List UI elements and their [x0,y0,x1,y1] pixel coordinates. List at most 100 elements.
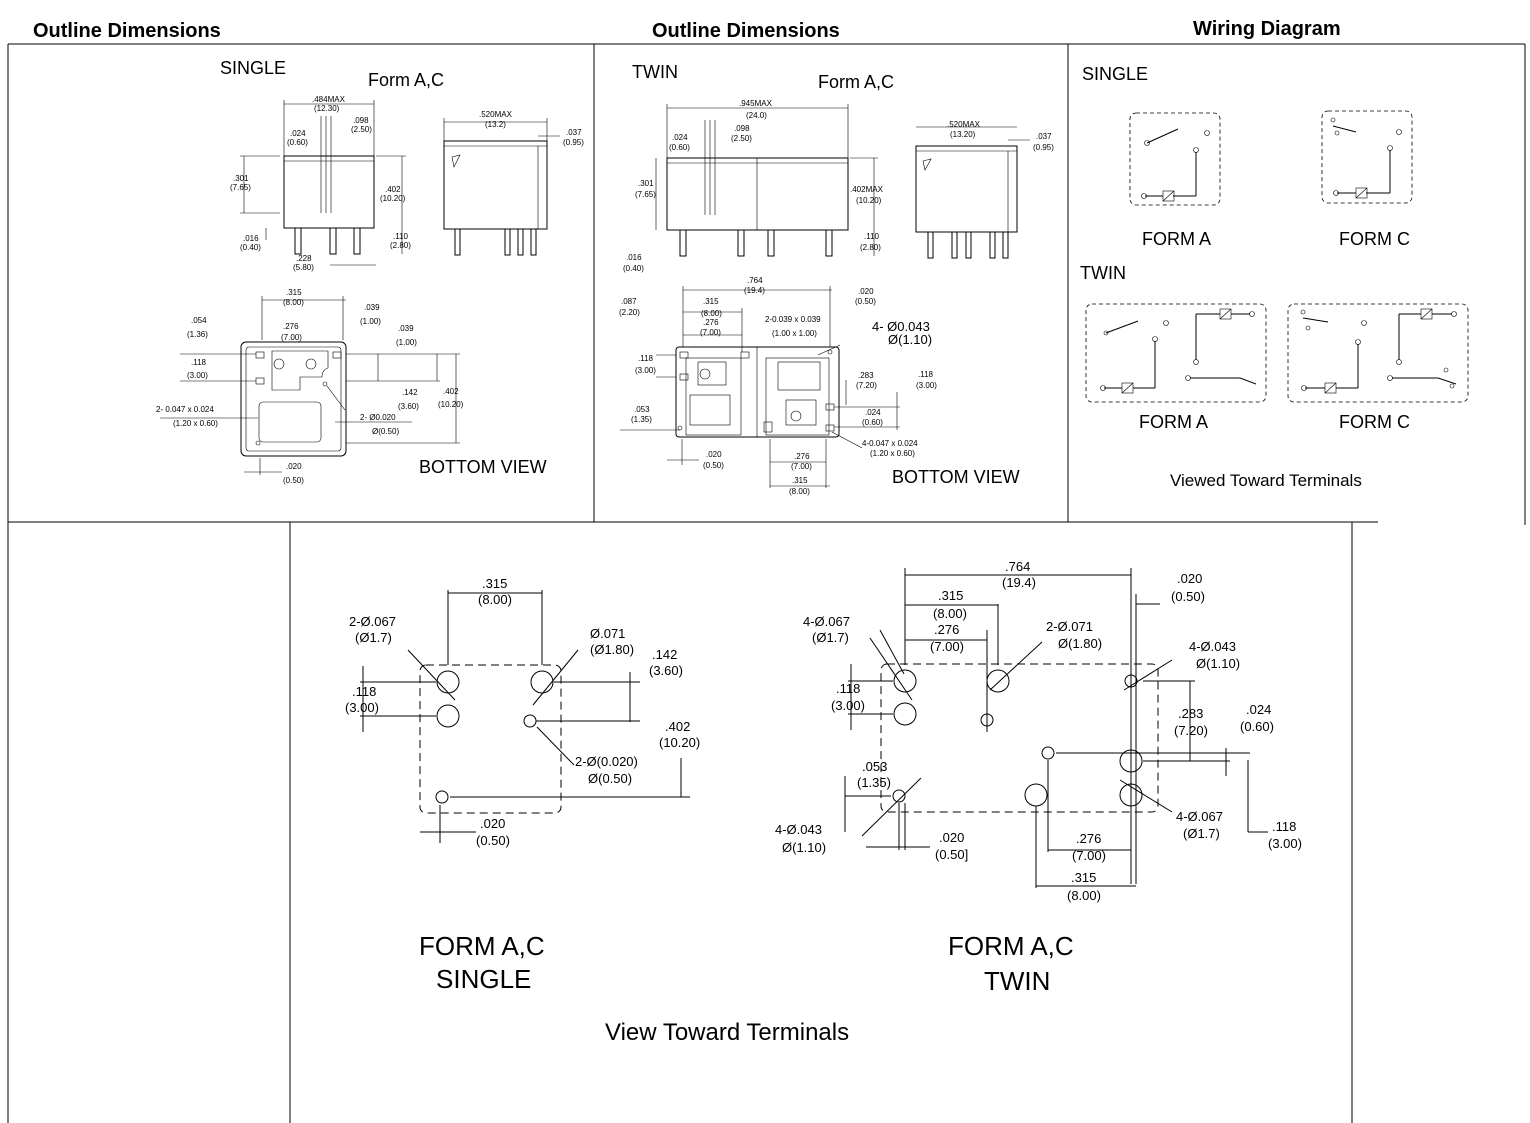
dim-text: .276 [1076,831,1101,846]
dim-text: (3.60) [398,402,419,411]
dim-text: (3.60) [649,663,683,678]
header-wiring-diagram: Wiring Diagram [1193,18,1341,40]
dim-text: (1.00) [360,317,381,326]
single-bottom-view [160,296,460,475]
dim-text: (Ø1.7) [1183,826,1220,841]
dim-text: .402 [665,719,690,734]
form-ac-twin-title: FORM A,C [948,931,1074,961]
dim-text: 4-Ø.067 [803,614,850,629]
dim-text: (0.50) [1171,589,1205,604]
dim-text: (1.35) [631,415,652,424]
dim-text: 4-Ø.067 [1176,809,1223,824]
form-c-label: FORM C [1339,412,1410,432]
dim-text: .283 [1178,706,1203,721]
dim-text: (1.00 x 1.00) [772,329,817,338]
dim-text: .142 [652,647,677,662]
dim-text: 2- Ø0.020 [360,413,396,422]
dim-text: (8.00) [1067,888,1101,903]
dim-text: 2- 0.047 x 0.024 [156,405,214,414]
wiring-twin-form-a [1085,303,1267,403]
dim-text: .118 [638,354,654,363]
dim-text: (Ø1.80) [590,642,634,657]
view-toward-terminals: View Toward Terminals [605,1019,849,1046]
dim-text: (10.20) [856,196,882,205]
twin-title: TWIN [984,966,1050,996]
dim-text: Ø(1.10) [782,840,826,855]
dim-text: (24.0) [746,111,767,120]
dim-text: (2.50) [351,125,372,134]
dim-text: (0.60) [1240,719,1274,734]
dim-text: .053 [634,405,650,414]
dim-text: (10.20) [438,400,464,409]
dim-text: (0.50) [283,476,304,485]
form-c-label: FORM C [1339,229,1410,249]
dim-text: (1.36) [187,330,208,339]
form-ac-single-title: FORM A,C [419,931,545,961]
dim-text: .276 [794,452,810,461]
dim-text: (Ø1.7) [812,630,849,645]
single-label: SINGLE [220,58,286,78]
wiring-single-form-a [1129,112,1221,206]
dim-text: .024 [290,129,306,138]
dim-text: .276 [283,322,299,331]
dim-text: (0.60) [862,418,883,427]
twin-label: TWIN [632,62,678,82]
dim-text: .020 [1177,571,1202,586]
dim-text: (8.00) [478,592,512,607]
panel-wiring: SINGLE [1080,64,1469,490]
dim-text: .301 [638,179,654,188]
single-side-view [443,118,560,256]
dim-text: (3.00) [635,366,656,375]
bottom-view-label: BOTTOM VIEW [892,467,1020,487]
dim-text: .764 [747,276,763,285]
dim-text: 4-0.047 x 0.024 [862,439,918,448]
dim-text: .024 [672,133,688,142]
dim-text: (2.20) [619,308,640,317]
dim-text: Ø(0.50) [372,427,399,436]
dim-text: 2-Ø(0.020) [575,754,638,769]
dim-text: .016 [243,234,259,243]
dim-text: .315 [703,297,719,306]
dim-text: .020 [939,830,964,845]
dim-text: Ø.071 [590,626,625,641]
dim-text: .402MAX [850,185,884,194]
dim-text: .087 [621,297,637,306]
dim-text: .020 [480,816,505,831]
dim-text: 4- Ø0.043 [872,319,930,334]
twin-label: TWIN [1080,263,1126,283]
dim-text: .283 [858,371,874,380]
dim-text: (1.00) [396,338,417,347]
dim-text: 2-Ø.067 [349,614,396,629]
dim-text: (7.00) [791,462,812,471]
bottom-view-label: BOTTOM VIEW [419,457,547,477]
wiring-twin-form-c [1287,303,1469,403]
dim-text: .037 [566,128,582,137]
twin-hole-pattern [844,568,1268,888]
dim-text: (7.65) [635,190,656,199]
single-title: SINGLE [436,964,531,994]
dim-text: (0.50) [703,461,724,470]
dim-text: .315 [938,588,963,603]
dim-text: .276 [934,622,959,637]
dim-text: .039 [364,303,380,312]
dim-text: (0.60) [669,143,690,152]
dim-text: .402 [385,185,401,194]
dim-text: (3.00) [345,700,379,715]
dim-text: (2.50) [731,134,752,143]
dim-text: Ø(1.80) [1058,636,1102,651]
dim-text: .024 [865,408,881,417]
twin-side-view [915,126,1030,259]
dim-text: (1.35) [857,775,891,790]
dim-text: (1.20 x 0.60) [173,419,218,428]
dim-text: (2.80) [860,243,881,252]
form-label: Form A,C [818,72,894,92]
dim-text: .037 [1036,132,1052,141]
dim-text: .024 [1246,702,1271,717]
dim-text: .315 [482,576,507,591]
dim-text: .110 [393,232,409,241]
dim-text: .098 [734,124,750,133]
dim-text: .118 [1272,819,1296,834]
dim-text: .402 [443,387,459,396]
dim-text: (0.50) [855,297,876,306]
